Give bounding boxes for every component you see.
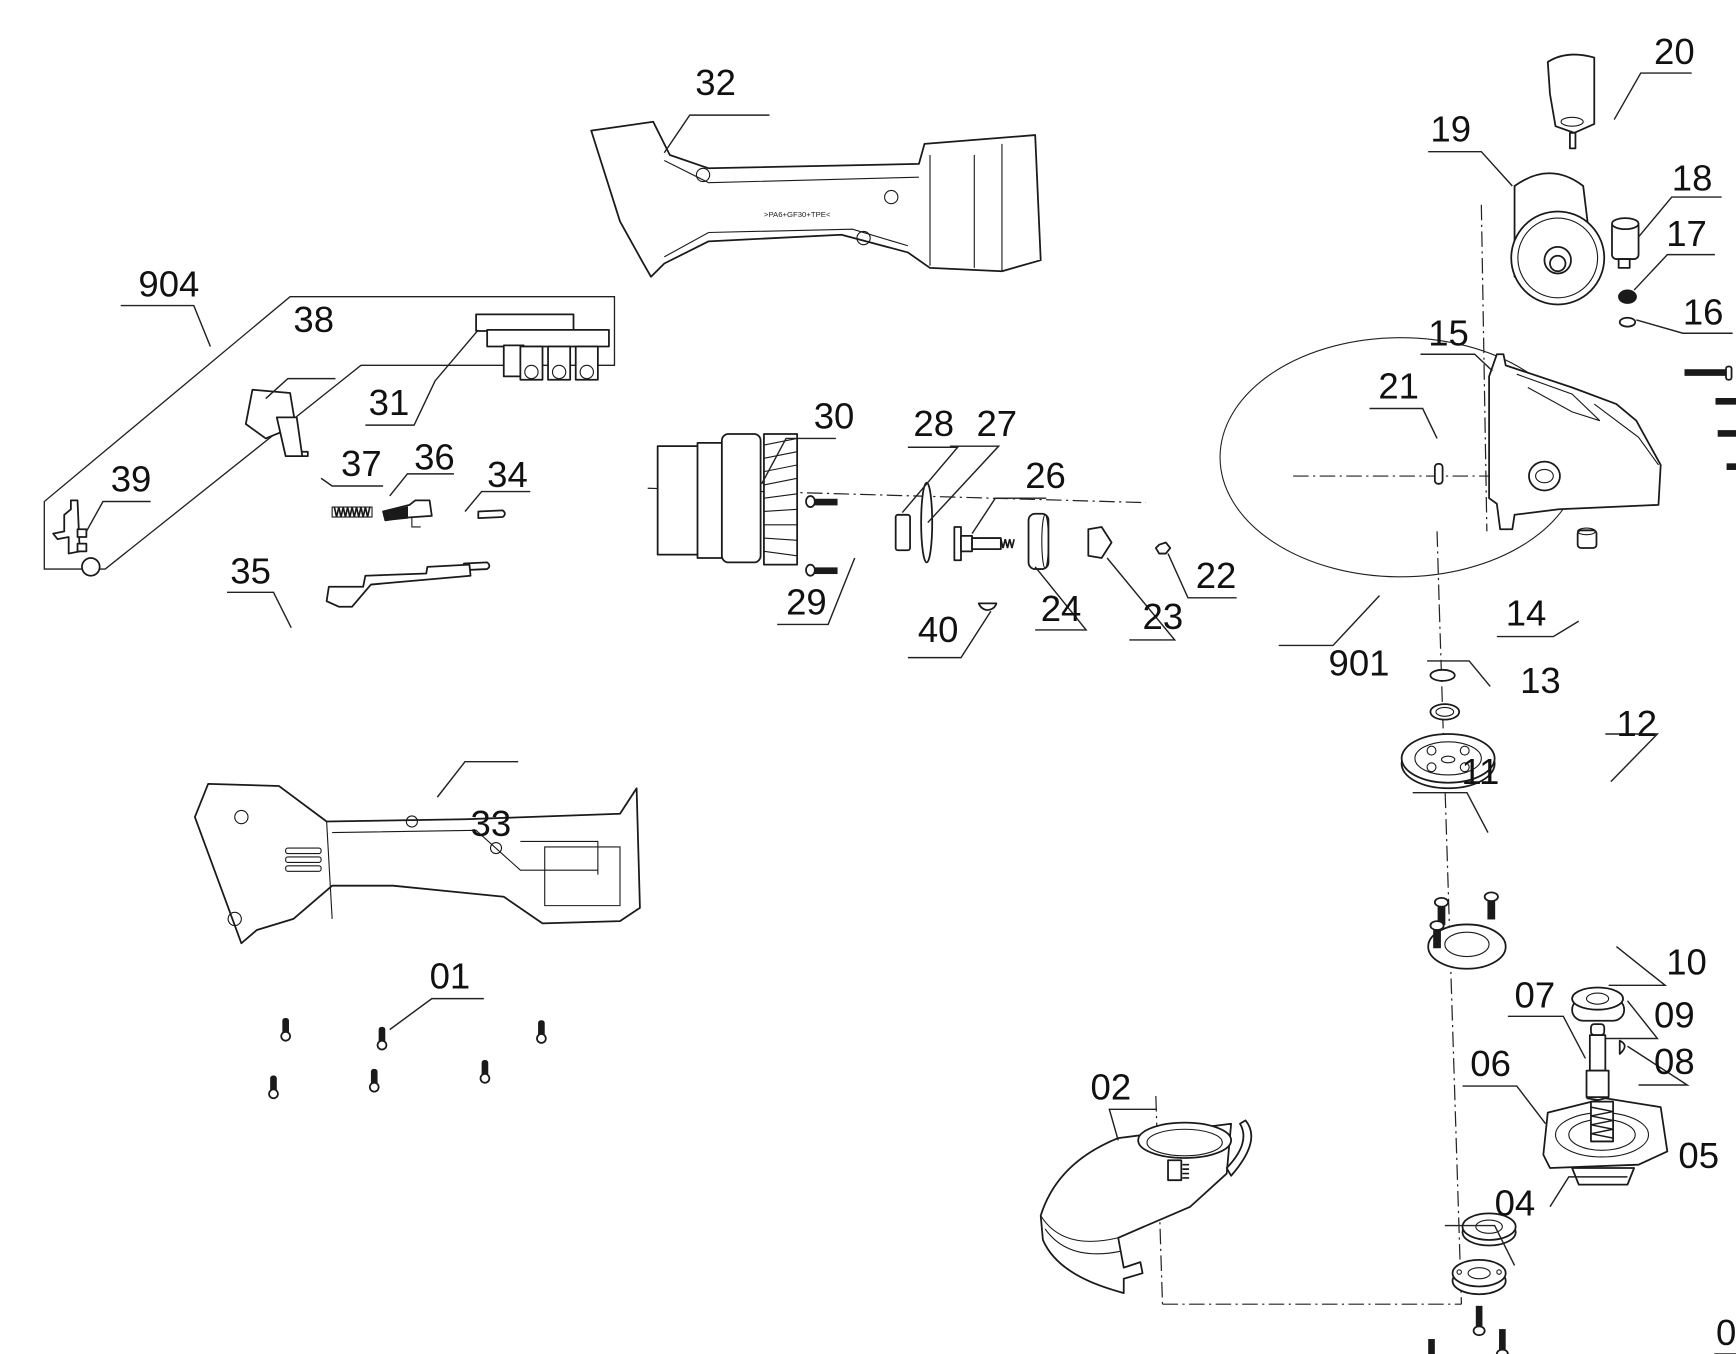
label-12: 12 <box>1616 703 1657 744</box>
label-08: 08 <box>1654 1041 1695 1082</box>
part-02-wheel-guard[interactable] <box>1039 1119 1253 1294</box>
label-901: 901 <box>1329 642 1390 683</box>
label-904: 904 <box>138 264 199 305</box>
part-14-needle-bearing[interactable] <box>1576 527 1598 549</box>
label-17: 17 <box>1666 213 1707 254</box>
part-18-spindle-lock-pin[interactable] <box>1611 217 1640 269</box>
label-10: 10 <box>1666 941 1707 982</box>
part-35-switch-lever[interactable] <box>325 563 472 608</box>
part-19-auxiliary-handle-base[interactable] <box>1510 172 1606 306</box>
part-09-ball-bearing[interactable] <box>1571 986 1626 1022</box>
label-37: 37 <box>341 443 382 484</box>
part-31-control-pcb[interactable] <box>475 313 610 381</box>
part-03-flange-screws[interactable] <box>1426 1305 1509 1354</box>
label-21: 21 <box>1378 366 1419 407</box>
label-15: 15 <box>1428 312 1469 353</box>
label-05: 05 <box>1678 1135 1719 1176</box>
label-22: 22 <box>1196 555 1237 596</box>
label-27: 27 <box>976 403 1017 444</box>
part-30-brushless-motor[interactable] <box>656 433 799 566</box>
part-11-bevel-gear[interactable] <box>1400 733 1496 790</box>
label-20: 20 <box>1654 31 1695 72</box>
motor-fan-icon <box>763 433 799 566</box>
label-14: 14 <box>1506 593 1547 634</box>
part-38-micro-switch[interactable] <box>244 388 309 458</box>
label-11: 11 <box>1461 751 1499 792</box>
label-18: 18 <box>1672 157 1713 198</box>
label-40: 40 <box>918 609 959 650</box>
label-28: 28 <box>913 403 954 444</box>
part-22-nut[interactable] <box>1154 541 1172 555</box>
part-25-gear-housing-screws[interactable] <box>1684 365 1736 473</box>
label-31: 31 <box>369 382 410 423</box>
label-35: 35 <box>230 550 271 591</box>
assembly-904-outline <box>43 296 616 570</box>
label-33: 33 <box>471 803 512 844</box>
part-06-gear-cover-plate[interactable] <box>1542 1097 1669 1186</box>
label-23: 23 <box>1143 596 1184 637</box>
label-29: 29 <box>786 581 827 622</box>
label-09: 09 <box>1654 994 1695 1035</box>
part-32-left-housing[interactable]: >PA6+GF30+TPE< <box>590 120 1042 278</box>
part-17-spring[interactable] <box>1618 289 1637 304</box>
part-29-motor-screws[interactable] <box>805 495 838 577</box>
part-20-spindle-lock-button[interactable] <box>1546 53 1596 150</box>
label-34: 34 <box>487 454 528 495</box>
part-08-woodruff-key[interactable] <box>1618 1039 1626 1055</box>
label-04: 04 <box>1495 1183 1536 1224</box>
part-01-housing-screws[interactable] <box>268 1017 547 1100</box>
part-24-ball-bearing[interactable] <box>1027 512 1050 570</box>
part-34-clips[interactable] <box>463 509 506 572</box>
label-19: 19 <box>1430 109 1471 150</box>
part-26-rotor-shaft[interactable] <box>953 526 1015 562</box>
part-27-baffle-ring[interactable] <box>920 481 934 564</box>
part-36-lock-off-slider[interactable] <box>382 499 433 528</box>
part-39-battery-terminal[interactable] <box>52 499 101 577</box>
leader-lines <box>85 72 1736 1354</box>
label-07: 07 <box>1515 974 1556 1015</box>
label-24: 24 <box>1041 588 1082 629</box>
part-07-spindle[interactable] <box>1585 1023 1610 1120</box>
label-06: 06 <box>1470 1043 1511 1084</box>
label-03: 03 <box>1716 1312 1736 1353</box>
part-labels: 32 20 19 18 17 904 38 16 15 31 30 28 27 … <box>111 31 1736 1353</box>
part-33-right-housing[interactable] <box>193 782 641 945</box>
part-13-circlip[interactable] <box>1429 668 1456 682</box>
part-04-bearing-flange[interactable] <box>1451 1259 1507 1296</box>
label-30: 30 <box>814 395 855 436</box>
part-37-spring[interactable] <box>331 506 373 518</box>
part-12-washer[interactable] <box>1429 703 1461 721</box>
part-40-key[interactable] <box>977 602 998 611</box>
label-38: 38 <box>293 299 334 340</box>
part-10-bearing-retainer-plate[interactable] <box>1427 891 1507 970</box>
part-28-magnet[interactable] <box>894 513 911 552</box>
part-23-pinion-gear[interactable] <box>1087 526 1113 559</box>
label-13: 13 <box>1520 660 1561 701</box>
label-01: 01 <box>430 956 471 997</box>
label-32: 32 <box>695 62 736 103</box>
label-26: 26 <box>1025 455 1066 496</box>
label-02: 02 <box>1091 1066 1132 1107</box>
part-15-gear-housing[interactable] <box>1488 353 1662 531</box>
embossed-material-text: >PA6+GF30+TPE< <box>764 210 831 219</box>
part-16-washer[interactable] <box>1618 316 1637 328</box>
label-16: 16 <box>1683 291 1724 332</box>
part-21-pin[interactable] <box>1433 462 1444 485</box>
label-39: 39 <box>111 459 152 500</box>
label-36: 36 <box>414 436 455 477</box>
